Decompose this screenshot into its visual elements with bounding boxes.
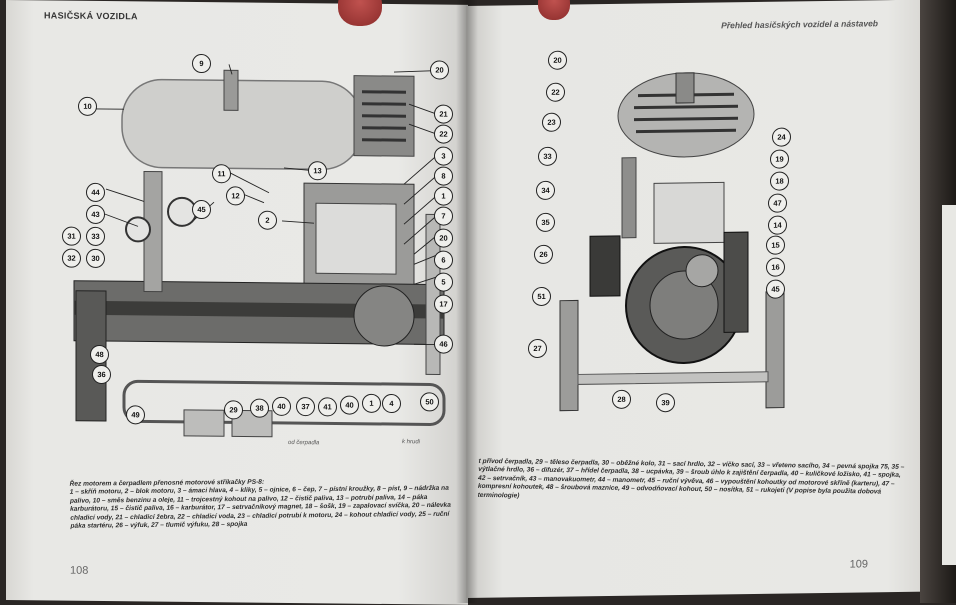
book-gutter [456,0,478,603]
callout-label: 30 [86,249,105,268]
direction-label-hose: k hrudi [402,439,420,445]
page-header: Přehled hasičských vozidel a nástaveb [721,18,878,30]
callout-label: 11 [212,164,231,183]
callout-label: 40 [272,397,291,416]
callout-label: 31 [62,227,81,246]
callout-label: 33 [86,227,105,246]
page-header: HASIČSKÁ VOZIDLA [44,10,138,21]
callout-label: 4 [382,394,401,413]
callout-label: 32 [62,249,81,268]
callout-label: 2 [258,211,277,230]
direction-label-pump: od čerpadla [288,440,319,446]
callout-label: 7 [434,206,453,225]
callout-label: 20 [430,60,449,79]
left-page: HASIČSKÁ VOZIDLA [6,0,468,605]
callout-label: 36 [92,365,111,384]
callout-label: 49 [126,405,145,424]
callout-label: 45 [192,200,211,219]
engine-cutaway-figure [54,51,468,455]
callout-label: 1 [362,394,381,413]
callout-label: 46 [434,334,453,353]
callout-label: 12 [226,186,245,205]
callout-label: 37 [296,397,315,416]
callout-label: 6 [434,250,453,269]
caption-body: 1 – skříň motoru, 2 – blok motoru, 3 – á… [70,485,451,530]
figure-caption: Řez motorem a čerpadlem přenosné motorov… [70,477,459,532]
callout-label: 5 [434,272,453,291]
callout-label: 43 [86,205,105,224]
callout-label: 44 [86,183,105,202]
caption-body: t přívod čerpadla, 29 – těleso čerpadla,… [478,458,905,499]
callout-label: 17 [434,294,453,313]
callout-label: 50 [420,392,439,411]
callout-label: 48 [90,345,109,364]
page-number: 109 [850,558,868,570]
pump-front-figure [526,50,866,435]
figure-caption: t přívod čerpadla, 29 – těleso čerpadla,… [477,458,904,506]
callout-label: 1 [434,186,453,205]
callout-label: 21 [434,104,453,123]
callout-label: 8 [434,166,453,185]
callout-label: 41 [318,397,337,416]
callout-label: 9 [192,54,211,73]
callout-label: 13 [308,161,327,180]
callout-label: 38 [250,399,269,418]
page-number: 108 [70,565,88,577]
callout-label: 22 [434,124,453,143]
callout-label: 3 [434,146,453,165]
callout-label: 20 [434,228,453,247]
right-page: Přehled hasičských vozidel a nástaveb 20… [466,0,924,598]
callout-label: 29 [224,400,243,419]
callout-label: 40 [340,395,359,414]
callout-label: 10 [78,97,97,116]
background-card [942,205,956,565]
